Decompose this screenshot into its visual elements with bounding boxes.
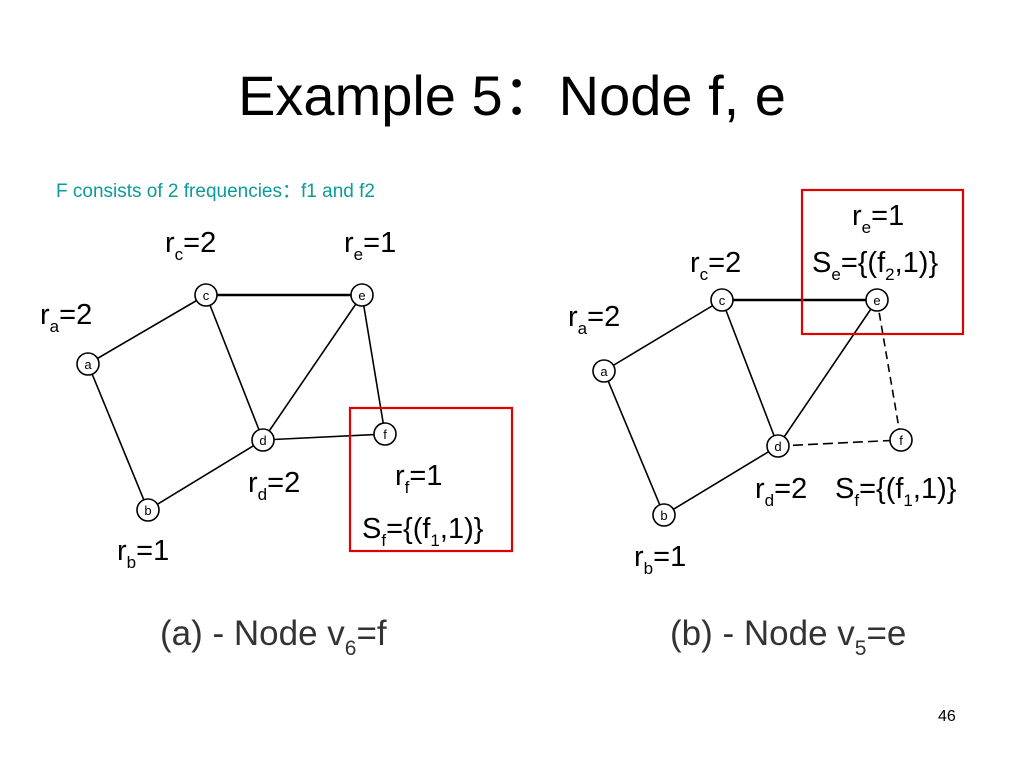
page-number: 46 — [938, 708, 956, 725]
svg-text:c: c — [719, 293, 726, 308]
edge-b-e-d — [777, 299, 878, 447]
edge-b-a-b — [603, 370, 665, 516]
edge-b-d-f — [777, 439, 902, 447]
node-b-a: a — [592, 359, 616, 383]
caption-a: (a) - Node v6=f — [160, 614, 387, 660]
edge-a-e-d — [262, 294, 363, 441]
label-a-rb: rb=1 — [117, 535, 169, 572]
svg-text:b: b — [660, 508, 667, 523]
diagram-a: c e a d f b rc=2 re=1 ra=2 rd=2 rb=1 rf=… — [40, 227, 514, 660]
edge-b-e-f — [876, 299, 902, 441]
edge-b-b-d — [663, 445, 779, 516]
node-a-e: e — [350, 283, 374, 307]
edge-a-e-f — [361, 294, 386, 435]
node-a-b: b — [136, 498, 160, 522]
node-b-c: c — [710, 288, 734, 312]
edge-a-c-a — [87, 294, 207, 365]
svg-text:a: a — [600, 364, 608, 379]
node-a-c: c — [194, 283, 218, 307]
label-b-re: re=1 — [852, 200, 904, 237]
diagram-b-edges — [603, 298, 902, 516]
diagram-a-edges — [87, 293, 386, 511]
label-b-rc: rc=2 — [690, 247, 741, 284]
node-b-f: f — [889, 428, 913, 452]
edge-a-b-d — [147, 439, 264, 511]
node-b-d: d — [766, 434, 790, 458]
node-a-f: f — [373, 422, 397, 446]
node-a-d: d — [251, 428, 275, 452]
highlight-box-node-f — [348, 406, 514, 553]
slide-title: Example 5：Node f, e — [238, 64, 786, 127]
caption-b: (b) - Node v5=e — [670, 614, 906, 660]
diagram-b: c e a d f b re=1 Se={(f2,1)} rc=2 ra=2 r… — [568, 188, 965, 660]
svg-text:f: f — [899, 433, 903, 448]
edge-a-d-f — [262, 433, 386, 441]
label-a-ra: ra=2 — [40, 299, 92, 336]
label-b-rd: rd=2 — [755, 473, 807, 510]
node-a-a: a — [76, 352, 100, 376]
svg-text:f: f — [383, 427, 387, 442]
label-b-rb: rb=1 — [634, 541, 686, 578]
highlight-box-node-e — [800, 188, 965, 336]
label-a-re: re=1 — [344, 227, 396, 264]
label-a-rf: rf=1 — [395, 460, 442, 497]
edge-a-c-d — [205, 294, 264, 441]
label-b-sf: Sf={(f1,1)} — [835, 473, 957, 510]
edge-b-c-d — [721, 299, 779, 447]
svg-text:d: d — [774, 439, 781, 454]
svg-text:e: e — [358, 288, 365, 303]
slide-subtitle: F consists of 2 frequencies：f1 and f2 — [56, 181, 375, 202]
svg-text:b: b — [144, 503, 151, 518]
label-a-rc: rc=2 — [165, 227, 216, 264]
label-b-se: Se={(f2,1)} — [812, 247, 938, 284]
node-b-e: e — [865, 288, 889, 312]
node-b-b: b — [652, 503, 676, 527]
svg-text:c: c — [203, 288, 210, 303]
svg-text:d: d — [259, 433, 266, 448]
edge-b-c-a — [603, 299, 723, 372]
label-b-ra: ra=2 — [568, 301, 620, 338]
edge-a-a-b — [87, 363, 149, 511]
label-a-sf: Sf={(f1,1)} — [362, 513, 484, 550]
svg-text:e: e — [873, 293, 880, 308]
svg-text:a: a — [84, 357, 92, 372]
label-a-rd: rd=2 — [248, 467, 300, 504]
